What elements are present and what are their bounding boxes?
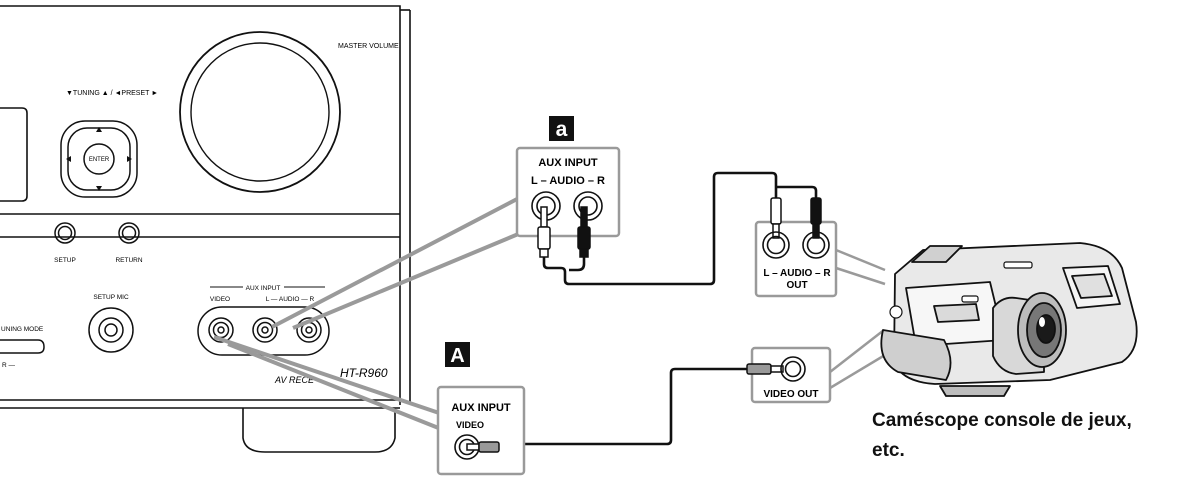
- cursor-up-arrow-icon: [96, 127, 102, 132]
- aux-audio-l-jack: [252, 317, 278, 343]
- tuning-mode-label: UNING MODE: [1, 326, 44, 333]
- model-label-right: HT-R960: [340, 366, 388, 380]
- caption: Caméscope console de jeux, etc.: [872, 406, 1132, 466]
- master-volume-knob: [179, 31, 341, 193]
- video-label: VIDEO: [210, 296, 230, 303]
- model-label-left: AV RECE: [274, 375, 315, 385]
- return-button: [118, 222, 140, 244]
- camcorder-video-jack: [780, 356, 806, 382]
- audio-cable: [542, 171, 818, 286]
- camcorder-audio-leader: [835, 248, 886, 286]
- badge-a-small: [549, 116, 574, 141]
- master-volume-label: MASTER VOLUME: [338, 43, 399, 50]
- callout-big-a-title: AUX INPUT: [451, 402, 511, 414]
- caption-line1: Caméscope console de jeux,: [872, 410, 1132, 431]
- setup-mic-label: SETUP MIC: [93, 294, 129, 301]
- camcorder-audio-out-box: [754, 220, 838, 298]
- receiver-front-panel: [0, 5, 411, 453]
- audio-label: L — AUDIO — R: [266, 296, 315, 303]
- setup-label: SETUP: [54, 257, 76, 264]
- badge-a-big: [445, 342, 470, 367]
- camcorder-video-plug: [746, 363, 784, 375]
- badge-a-small-text: a: [556, 118, 568, 141]
- return-label: RETURN: [115, 257, 142, 264]
- enter-label: ENTER: [89, 157, 110, 163]
- callout-a-subtitle: L – AUDIO – R: [531, 175, 605, 187]
- setup-button: [54, 222, 76, 244]
- camcorder-buttons: [889, 261, 1033, 319]
- audio-plug-right: [577, 206, 591, 258]
- camcorder-audio-out-line2: OUT: [786, 280, 807, 291]
- camcorder-audio-out-line1: L – AUDIO – R: [763, 268, 831, 279]
- camcorder-audio-jacks: [762, 231, 830, 259]
- audio-plug-left: [537, 206, 551, 258]
- camcorder-lens: [1017, 292, 1067, 368]
- callout-big-a-plug: [466, 441, 500, 453]
- callout-big-a-subtitle: VIDEO: [456, 420, 484, 430]
- badge-a-big-text: A: [450, 345, 464, 367]
- video-cable: [496, 367, 748, 446]
- camcorder-video-out-box: [750, 346, 832, 404]
- cursor-down-arrow-icon: [96, 186, 102, 191]
- cursor-right-arrow-icon: [127, 156, 132, 162]
- cursor-left-arrow-icon: [66, 156, 71, 162]
- callout-big-a-box: [436, 385, 526, 476]
- camcorder-audio-plugs: [770, 197, 822, 239]
- callout-leaders: [213, 196, 529, 435]
- tuning-mode-button: [0, 339, 45, 354]
- camcorder-video-out-label: VIDEO OUT: [763, 389, 818, 400]
- small-label: R —: [2, 362, 16, 369]
- caption-line2: etc.: [872, 440, 905, 461]
- setup-mic-jack: [88, 307, 134, 353]
- aux-input-header: AUX INPUT: [246, 285, 281, 292]
- callout-a-title: AUX INPUT: [538, 157, 598, 169]
- camcorder-video-leader: [829, 329, 891, 390]
- tuning-preset-label: ▼TUNING ▲ / ◄PRESET ►: [66, 90, 158, 97]
